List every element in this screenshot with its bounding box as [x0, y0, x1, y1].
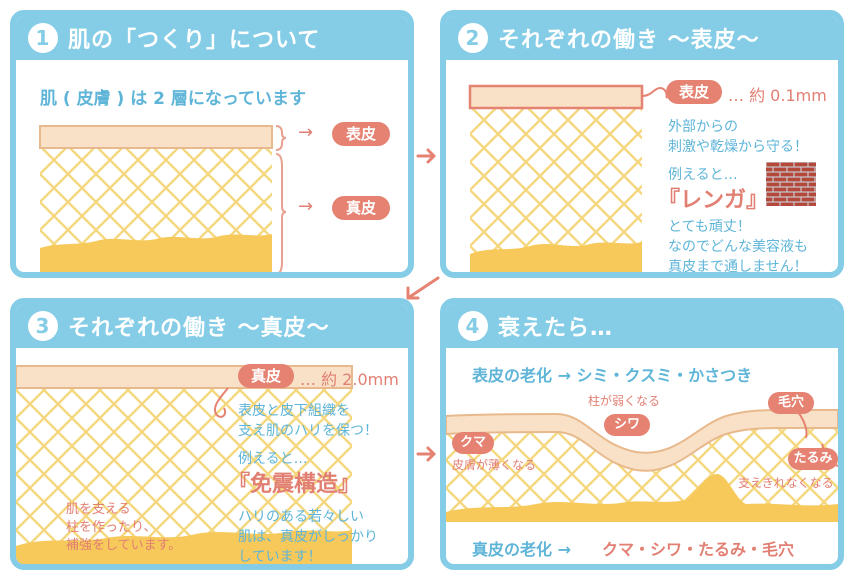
panel-title: それぞれの働き 〜表皮〜 — [498, 28, 760, 53]
epidermis-badge: 表皮 — [666, 80, 722, 104]
panel-title: 肌の「つくり」について — [68, 28, 321, 53]
note-line-2: 肌は、真皮がしっかり — [238, 529, 378, 545]
thickness-text: … 約 0.1mm — [728, 86, 827, 105]
panel-aging: 4 衰えたら… 表皮の老化 → シミ・クスミ・かさつき 柱が弱くなる シワ 毛穴… — [440, 298, 844, 570]
tarumi-badge: たるみ — [788, 448, 838, 470]
panel-dermis-role: 3 それぞれの働き 〜真皮〜 真皮 … 約 2.0mm 表皮と皮下組織を 支え肌… — [10, 298, 414, 570]
arrow-epidermis: → — [298, 122, 314, 143]
role-line-1: 表皮と皮下組織を — [238, 403, 350, 419]
keana-badge: 毛穴 — [768, 392, 814, 414]
kuma-note: 皮膚が薄くなる — [452, 458, 537, 472]
arrow-right-icon — [416, 446, 436, 462]
arrow-dermis: → — [298, 196, 314, 217]
panel-title: それぞれの働き 〜真皮〜 — [68, 316, 330, 341]
step-number-badge: 3 — [28, 311, 58, 341]
note-line-3: しています！ — [238, 549, 322, 565]
dermis-badge: 真皮 — [238, 364, 294, 388]
note-line-2: なのでどんな美容液も — [668, 239, 808, 255]
example-word: 『レンガ』 — [658, 188, 769, 213]
layer-bracket — [275, 125, 287, 272]
side-line-3: 補強をしています。 — [66, 538, 182, 553]
panel-header: 4 衰えたら… — [446, 304, 838, 348]
epidermis-aging-line: 表皮の老化 → シミ・クスミ・かさつき — [472, 366, 753, 385]
panel-header: 1 肌の「つくり」について — [16, 16, 408, 60]
example-word: 『免震構造』 — [228, 472, 361, 497]
note-line-1: とても頑丈！ — [668, 219, 751, 235]
panel-skin-structure: 1 肌の「つくり」について 肌 ( 皮膚 ) は 2 層になっています → 表皮… — [10, 10, 414, 278]
side-line-1: 肌を支える — [66, 502, 131, 517]
step-number-badge: 1 — [28, 23, 58, 53]
shiwa-note: 柱が弱くなる — [588, 394, 661, 408]
panel-header: 2 それぞれの働き 〜表皮〜 — [446, 16, 838, 60]
note-line-3: 真皮まで通しません！ — [668, 259, 808, 275]
intro-text: 肌 ( 皮膚 ) は 2 層になっています — [40, 89, 307, 109]
role-line-2: 支え肌のハリを保つ！ — [238, 423, 378, 439]
step-number-badge: 4 — [458, 311, 488, 341]
panel-epidermis-role: 2 それぞれの働き 〜表皮〜 表皮 … 約 0.1mm 外部からの 刺激や乾燥か… — [440, 10, 844, 278]
epidermis-badge: 表皮 — [332, 122, 390, 146]
epidermis-illustration — [468, 84, 668, 272]
thickness-text: … 約 2.0mm — [300, 370, 399, 389]
dermis-aging-prefix: 真皮の老化 → — [472, 540, 571, 559]
dermis-aging-items: クマ・シワ・たるみ・毛穴 — [602, 540, 795, 559]
example-label: 例えると… — [238, 451, 308, 467]
arrow-down-left-icon — [406, 276, 440, 300]
step-number-badge: 2 — [458, 23, 488, 53]
example-label: 例えると… — [668, 167, 738, 183]
note-line-1: ハリのある若々しい — [238, 509, 364, 525]
kuma-badge: クマ — [452, 432, 494, 454]
panel-title: 衰えたら… — [498, 316, 614, 341]
panel-header: 3 それぞれの働き 〜真皮〜 — [16, 304, 408, 348]
aging-skin-illustration — [446, 409, 838, 522]
skin-layer-illustration — [39, 125, 273, 272]
tarumi-note: 支えきれなくなる — [738, 476, 834, 490]
shiwa-badge: シワ — [604, 414, 650, 436]
role-line-2: 刺激や乾燥から守る！ — [668, 139, 808, 155]
side-line-2: 柱を作ったり、 — [66, 520, 157, 535]
dermis-badge: 真皮 — [332, 196, 390, 220]
arrow-right-icon — [416, 148, 436, 164]
brick-wall-icon — [766, 162, 816, 206]
role-line-1: 外部からの — [668, 119, 738, 135]
